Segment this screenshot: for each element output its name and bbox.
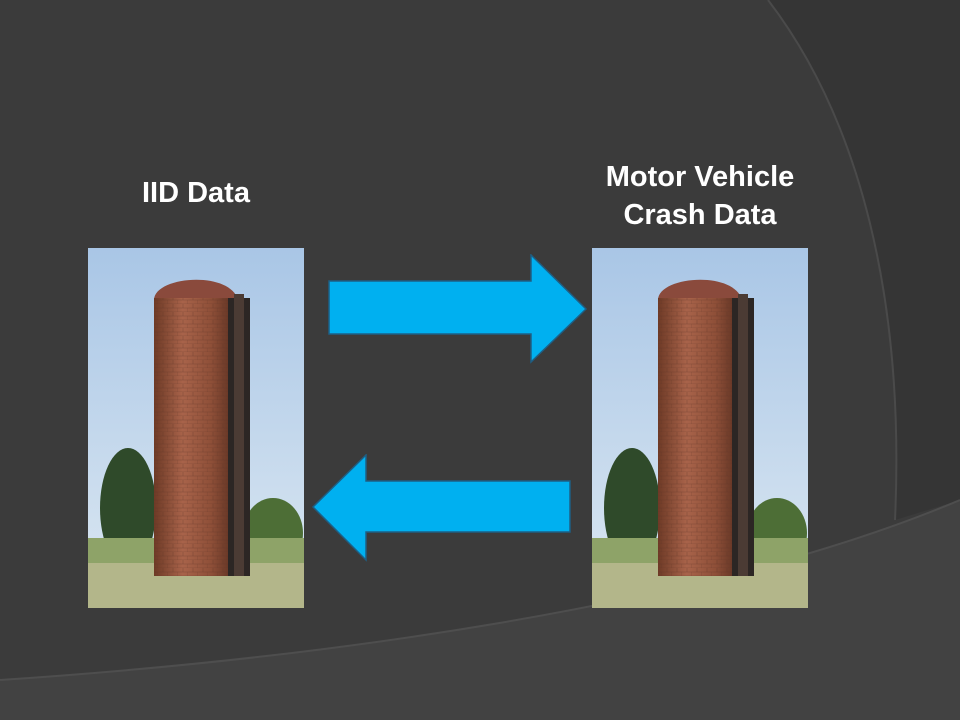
silo-image-left: [88, 248, 304, 608]
motor-vehicle-crash-data-label: Motor Vehicle Crash Data: [560, 158, 840, 234]
arrow-right-icon: [328, 254, 588, 364]
silo-image-right: [592, 248, 808, 608]
arrow-left-icon: [312, 454, 571, 562]
right-label-line2: Crash Data: [623, 199, 777, 231]
right-label-line1: Motor Vehicle: [605, 161, 795, 193]
iid-data-label: IID Data: [142, 177, 250, 209]
